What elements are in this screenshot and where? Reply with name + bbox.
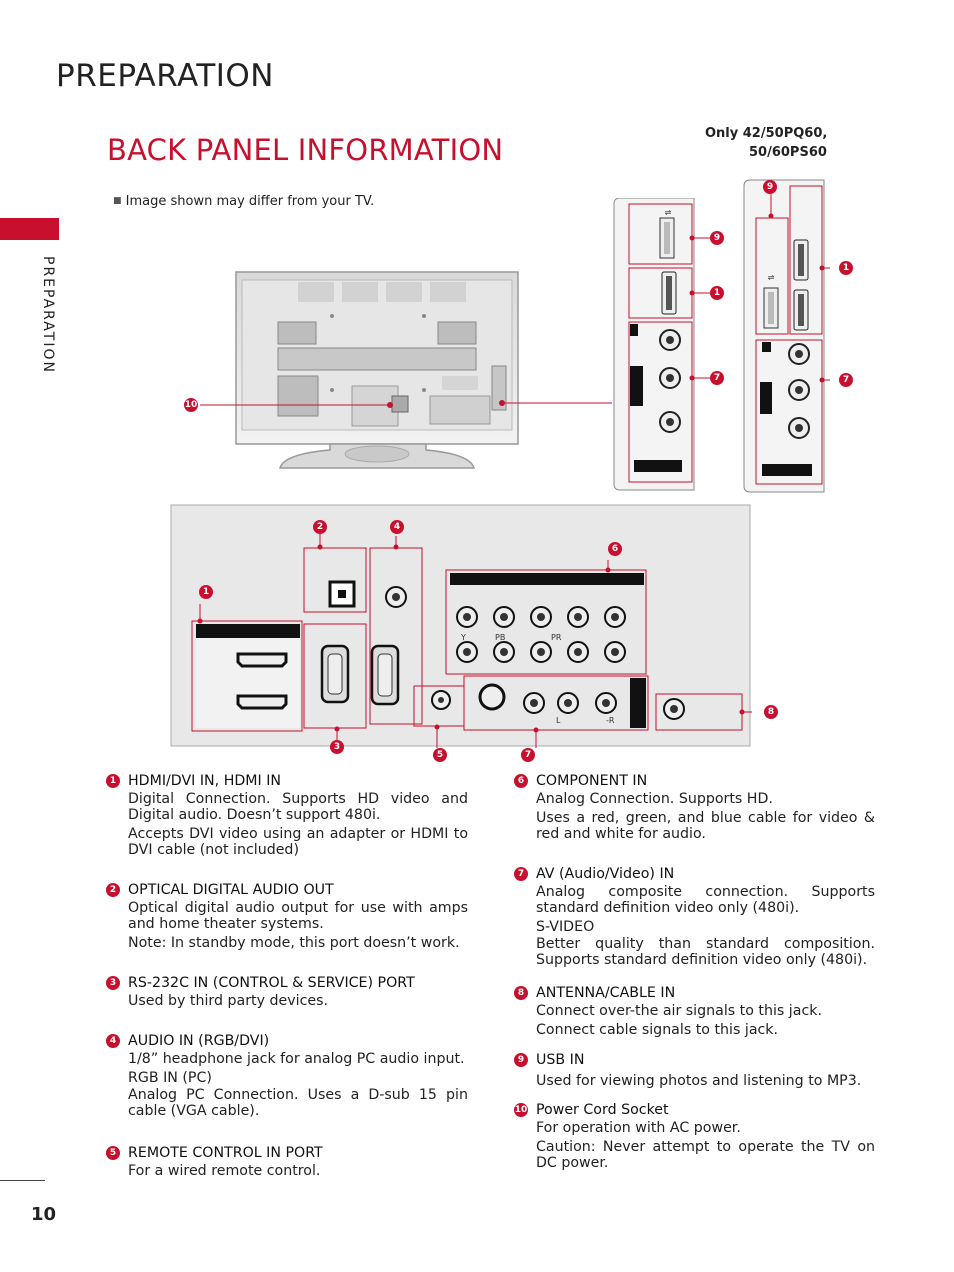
item-desc: Accepts DVI video using an adapter or HD… (128, 826, 468, 858)
footer-rule (0, 1180, 45, 1181)
item-number: 3 (106, 976, 120, 990)
item-antenna: 8 ANTENNA/CABLE IN Connect over-the air s… (514, 983, 875, 1038)
item-subname: RGB IN (PC) (128, 1070, 212, 1086)
item-number: 4 (106, 1034, 120, 1048)
callout-2: 2 (313, 520, 327, 534)
item-name: ANTENNA/CABLE IN (536, 985, 676, 1001)
svg-text:⇌: ⇌ (768, 273, 775, 282)
model-note-line2: 50/60PS60 (749, 145, 827, 160)
item-name: COMPONENT IN (536, 773, 648, 789)
item-audio-rgb: 4 AUDIO IN (RGB/DVI) 1/8” headphone jack … (106, 1031, 468, 1119)
item-desc: Analog composite connection. Supports st… (536, 884, 875, 916)
callout-1: 1 (199, 585, 213, 599)
callout-4: 4 (390, 520, 404, 534)
audio-label-r: -R (606, 716, 615, 725)
item-name: AUDIO IN (RGB/DVI) (128, 1033, 270, 1049)
page-section-title: PREPARATION (56, 58, 274, 94)
item-name: AV (Audio/Video) IN (536, 866, 675, 882)
item-name: REMOTE CONTROL IN PORT (128, 1145, 323, 1161)
item-name: USB IN (536, 1052, 585, 1068)
item-desc: Caution: Never attempt to operate the TV… (536, 1139, 875, 1171)
item-desc: Uses a red, green, and blue cable for vi… (536, 810, 875, 842)
audio-label-l: L (556, 716, 561, 725)
page-title: BACK PANEL INFORMATION (107, 133, 504, 167)
item-number: 2 (106, 883, 120, 897)
tv-back-illustration (200, 271, 612, 469)
item-number: 8 (514, 986, 528, 1000)
callout-9-panel2: 9 (763, 180, 777, 194)
item-desc: Used by third party devices. (128, 993, 329, 1009)
item-number: 10 (514, 1103, 528, 1117)
component-label-pb: PB (495, 633, 505, 642)
item-number: 1 (106, 774, 120, 788)
item-name: Power Cord Socket (536, 1102, 669, 1118)
square-bullet-icon: ■ (113, 196, 122, 206)
section-tab-marker (0, 218, 59, 240)
item-name: HDMI/DVI IN, HDMI IN (128, 773, 282, 789)
side-section-label: PREPARATION (40, 256, 56, 374)
callout-6: 6 (608, 542, 622, 556)
component-label-pr: PR (551, 633, 562, 642)
item-desc: Connect cable signals to this jack. (536, 1022, 779, 1038)
item-subname: S-VIDEO (536, 919, 595, 935)
image-disclaimer-text: Image shown may differ from your TV. (125, 194, 375, 209)
item-av: 7 AV (Audio/Video) IN Analog composite co… (514, 864, 875, 968)
callout-7-panel1: 7 (710, 371, 724, 385)
item-desc: Analog PC Connection. Uses a D-sub 15 pi… (128, 1087, 468, 1119)
item-number: 6 (514, 774, 528, 788)
callout-9-panel1: 9 (710, 231, 724, 245)
side-panel-illustration: ⇌ (613, 198, 710, 491)
item-name: OPTICAL DIGITAL AUDIO OUT (128, 882, 334, 898)
component-label-y: Y (460, 633, 466, 642)
item-number: 5 (106, 1146, 120, 1160)
page-number: 10 (31, 1204, 57, 1225)
callout-7: 7 (521, 748, 535, 762)
rear-input-panel: Y PB PR L -R (170, 504, 752, 748)
image-disclaimer: ■ Image shown may differ from your TV. (113, 194, 374, 209)
model-note-line1: Only 42/50PQ60, (705, 126, 828, 141)
item-number: 7 (514, 867, 528, 881)
item-rs232c: 3 RS-232C IN (CONTROL & SERVICE) PORT Use… (106, 973, 468, 1009)
item-desc: Optical digital audio output for use wit… (128, 900, 468, 932)
item-desc: For operation with AC power. (536, 1120, 741, 1136)
side-panel-illustration-alt: ⇌ (743, 179, 830, 493)
item-desc: Analog Connection. Supports HD. (536, 791, 773, 807)
item-desc: Connect over-the air signals to this jac… (536, 1003, 822, 1019)
item-number: 9 (514, 1053, 528, 1067)
item-desc: Used for viewing photos and listening to… (536, 1073, 862, 1089)
item-usb: 9 USB IN Used for viewing photos and list… (514, 1050, 875, 1089)
item-name: RS-232C IN (CONTROL & SERVICE) PORT (128, 975, 415, 991)
callout-7-panel2: 7 (839, 373, 853, 387)
item-remote: 5 REMOTE CONTROL IN PORT For a wired remo… (106, 1143, 468, 1179)
item-hdmi: 1 HDMI/DVI IN, HDMI IN Digital Connection… (106, 771, 468, 858)
callout-5: 5 (433, 748, 447, 762)
model-note: Only 42/50PQ60, 50/60PS60 (705, 124, 827, 162)
callout-1-panel2: 1 (839, 261, 853, 275)
item-desc: Digital Connection. Supports HD video an… (128, 791, 468, 823)
callout-8: 8 (764, 705, 778, 719)
callout-1-panel1: 1 (710, 286, 724, 300)
item-optical: 2 OPTICAL DIGITAL AUDIO OUT Optical digit… (106, 880, 468, 951)
item-power: 10 Power Cord Socket For operation with A… (514, 1100, 875, 1171)
item-desc: For a wired remote control. (128, 1163, 321, 1179)
item-desc: 1/8” headphone jack for analog PC audio … (128, 1051, 465, 1067)
item-component: 6 COMPONENT IN Analog Connection. Support… (514, 771, 875, 842)
item-desc: Better quality than standard composition… (536, 936, 875, 968)
callout-10: 10 (184, 398, 198, 412)
callout-3: 3 (330, 740, 344, 754)
item-desc: Note: In standby mode, this port doesn’t… (128, 935, 460, 951)
svg-text:⇌: ⇌ (665, 208, 672, 217)
